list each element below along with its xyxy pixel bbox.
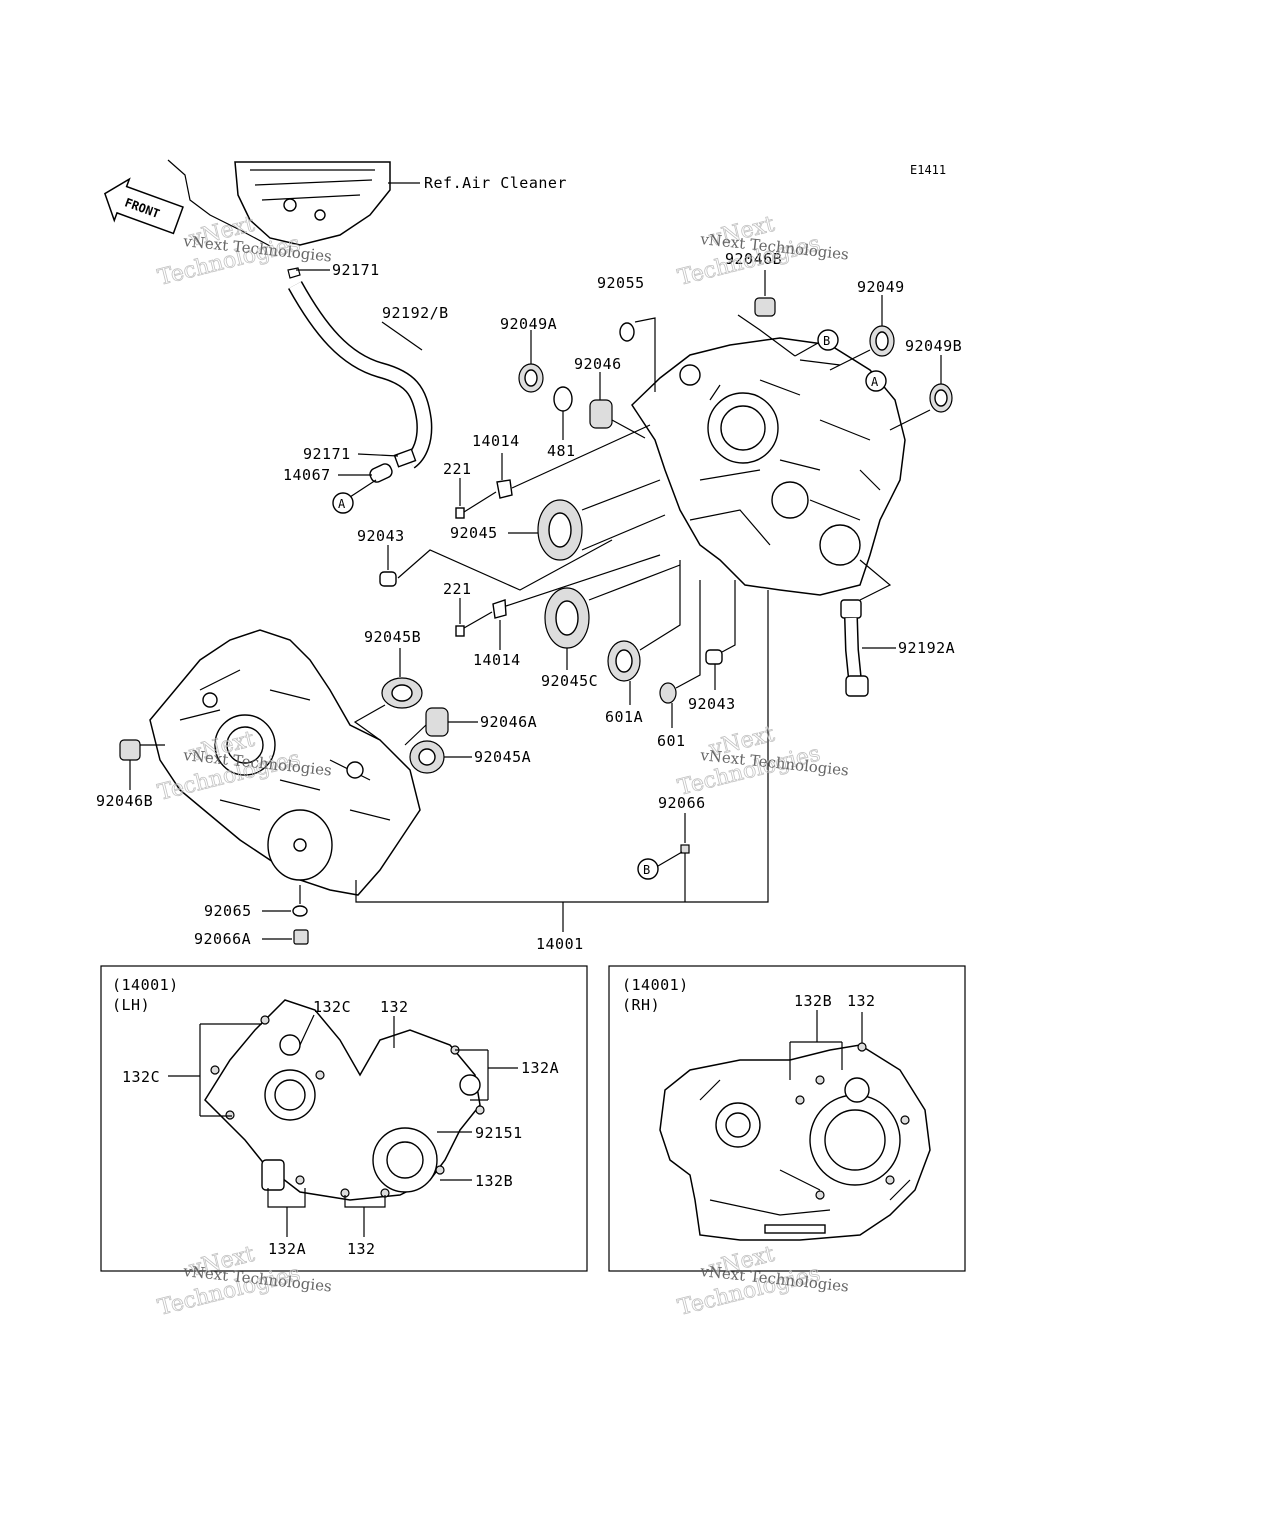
- part-14001: 14001: [536, 935, 584, 953]
- rh-label-132b: 132B: [794, 992, 832, 1010]
- dowel-92043-right: [705, 649, 723, 665]
- lh-box-title2: (LH): [112, 996, 150, 1014]
- callout-b-bottom: [637, 858, 659, 880]
- plate-14014-top: [496, 479, 513, 499]
- lh-label-132c-top: 132C: [313, 998, 351, 1016]
- lh-label-132c-left: 132C: [122, 1068, 160, 1086]
- rh-box-title1: (14001): [622, 976, 689, 994]
- part-92046b-top: 92046B: [725, 250, 782, 268]
- lh-label-132-top: 132: [380, 998, 409, 1016]
- part-221-top: 221: [443, 460, 472, 478]
- crankcase-lh-detail: [204, 999, 485, 1201]
- rh-label-132: 132: [847, 992, 876, 1010]
- bearing-92046: [589, 399, 613, 429]
- svg-text:A: A: [871, 375, 879, 389]
- part-92043-right: 92043: [688, 695, 736, 713]
- hose-92192a: [840, 599, 869, 697]
- ref-air-cleaner-label: Ref.Air Cleaner: [424, 174, 567, 192]
- oring-92055: [619, 322, 635, 342]
- part-92045c: 92045C: [541, 672, 598, 690]
- part-14014-bot: 14014: [473, 651, 521, 669]
- part-92055: 92055: [597, 274, 645, 292]
- dowel-92043-left: [379, 571, 397, 587]
- bearing-92046a: [425, 707, 449, 737]
- part-92192b: 92192/B: [382, 304, 449, 322]
- part-92049b: 92049B: [905, 337, 962, 355]
- plate-14014-bot: [492, 599, 507, 619]
- part-92046b-left: 92046B: [96, 792, 153, 810]
- lh-label-132b: 132B: [475, 1172, 513, 1190]
- part-601: 601: [657, 732, 686, 750]
- bearing-601: [659, 682, 677, 704]
- lh-box-title1: (14001): [112, 976, 179, 994]
- lh-label-132-bot: 132: [347, 1240, 376, 1258]
- screw-221-bot: [455, 625, 465, 637]
- svg-text:A: A: [338, 497, 346, 511]
- circlip-481: [553, 386, 573, 412]
- crankcase-lh: [149, 629, 421, 896]
- front-arrow-icon: FRONT: [103, 177, 184, 235]
- part-221-bot: 221: [443, 580, 472, 598]
- lh-label-92151: 92151: [475, 1124, 523, 1142]
- part-92045a: 92045A: [474, 748, 531, 766]
- part-14014-top: 14014: [472, 432, 520, 450]
- part-92046: 92046: [574, 355, 622, 373]
- part-92065: 92065: [204, 902, 252, 920]
- screw-221-top: [455, 507, 465, 519]
- svg-text:B: B: [643, 863, 650, 877]
- crankcase-assembly-bracket: [355, 590, 769, 903]
- washer-92065: [292, 905, 308, 917]
- rh-box-title2: (RH): [622, 996, 660, 1014]
- crankcase-rh-detail: [659, 1042, 931, 1241]
- part-92045b: 92045B: [364, 628, 421, 646]
- hose-92192b: [287, 267, 433, 483]
- rh-detail-box: [608, 965, 966, 1272]
- bearing-92046b-left: [119, 739, 141, 761]
- lh-detail-box: [100, 965, 588, 1272]
- diagram-code: E1411: [910, 163, 946, 177]
- part-92066: 92066: [658, 794, 706, 812]
- air-cleaner-ref: [167, 159, 420, 247]
- crankcase-rh: [631, 337, 906, 596]
- svg-text:B: B: [823, 334, 830, 348]
- plug-92066a: [293, 929, 309, 945]
- part-92049: 92049: [857, 278, 905, 296]
- part-14067: 14067: [283, 466, 331, 484]
- lh-label-132a-bot: 132A: [268, 1240, 306, 1258]
- part-601a: 601A: [605, 708, 643, 726]
- bolt-92066: [680, 844, 690, 854]
- part-92043-left: 92043: [357, 527, 405, 545]
- part-92045: 92045: [450, 524, 498, 542]
- bearing-92046b-top: [754, 297, 776, 317]
- lh-label-132a-right: 132A: [521, 1059, 559, 1077]
- part-92046a: 92046A: [480, 713, 537, 731]
- part-481: 481: [547, 442, 576, 460]
- callout-b-top: [817, 329, 839, 351]
- part-92171-mid: 92171: [303, 445, 351, 463]
- part-92171-top: 92171: [332, 261, 380, 279]
- callout-a-right: [865, 370, 887, 392]
- part-92066a: 92066A: [194, 930, 251, 948]
- callout-a-left: [332, 492, 354, 514]
- part-92049a: 92049A: [500, 315, 557, 333]
- part-92192a: 92192A: [898, 639, 955, 657]
